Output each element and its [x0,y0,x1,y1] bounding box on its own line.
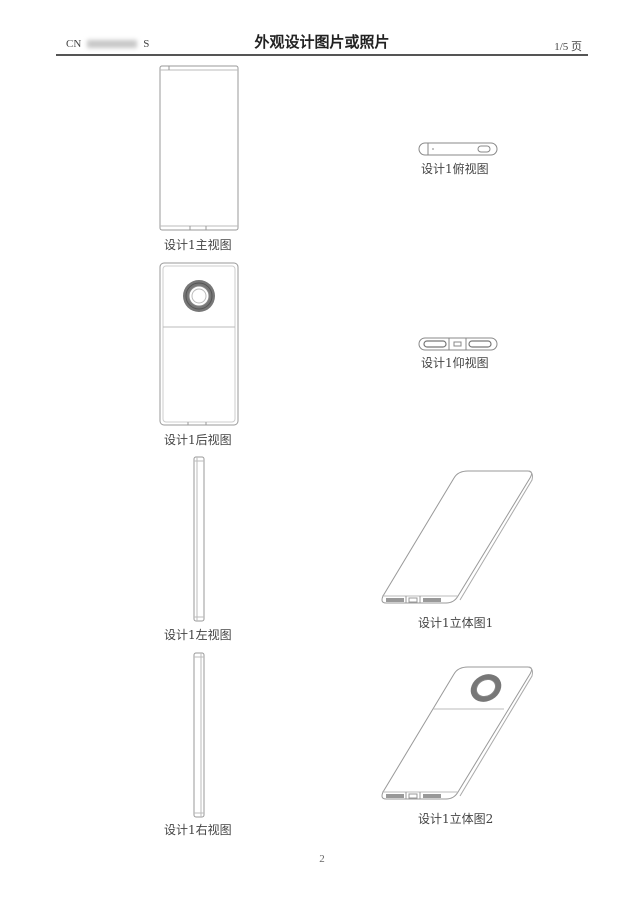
caption-bottom-view: 设计1仰视图 [421,356,489,370]
bottom-view-drawing [418,337,498,351]
page-number: 2 [319,853,325,865]
patent-prefix: CN [66,38,82,50]
page-title: 外观设计图片或照片 [254,33,390,51]
patent-number: CN S [66,38,149,50]
caption-top-view: 设计1俯视图 [421,162,489,176]
caption-isometric-view-2: 设计1立体图2 [418,812,494,826]
header-rule [56,54,588,56]
left-view-drawing [193,456,205,622]
front-view-drawing [158,64,240,232]
isometric-view-1-drawing [378,468,534,610]
isometric-view-2-drawing [378,664,534,806]
caption-left-view: 设计1左视图 [164,628,232,642]
caption-isometric-view-1: 设计1立体图1 [418,616,494,630]
caption-right-view: 设计1右视图 [164,823,232,837]
caption-front-view: 设计1主视图 [164,238,232,252]
page-indicator: 1/5 页 [554,41,582,53]
back-view-drawing [158,261,240,427]
right-view-drawing [193,652,205,818]
redacted-number [87,40,138,49]
patent-suffix: S [143,38,150,50]
caption-back-view: 设计1后视图 [164,433,232,447]
top-view-drawing [418,142,498,156]
